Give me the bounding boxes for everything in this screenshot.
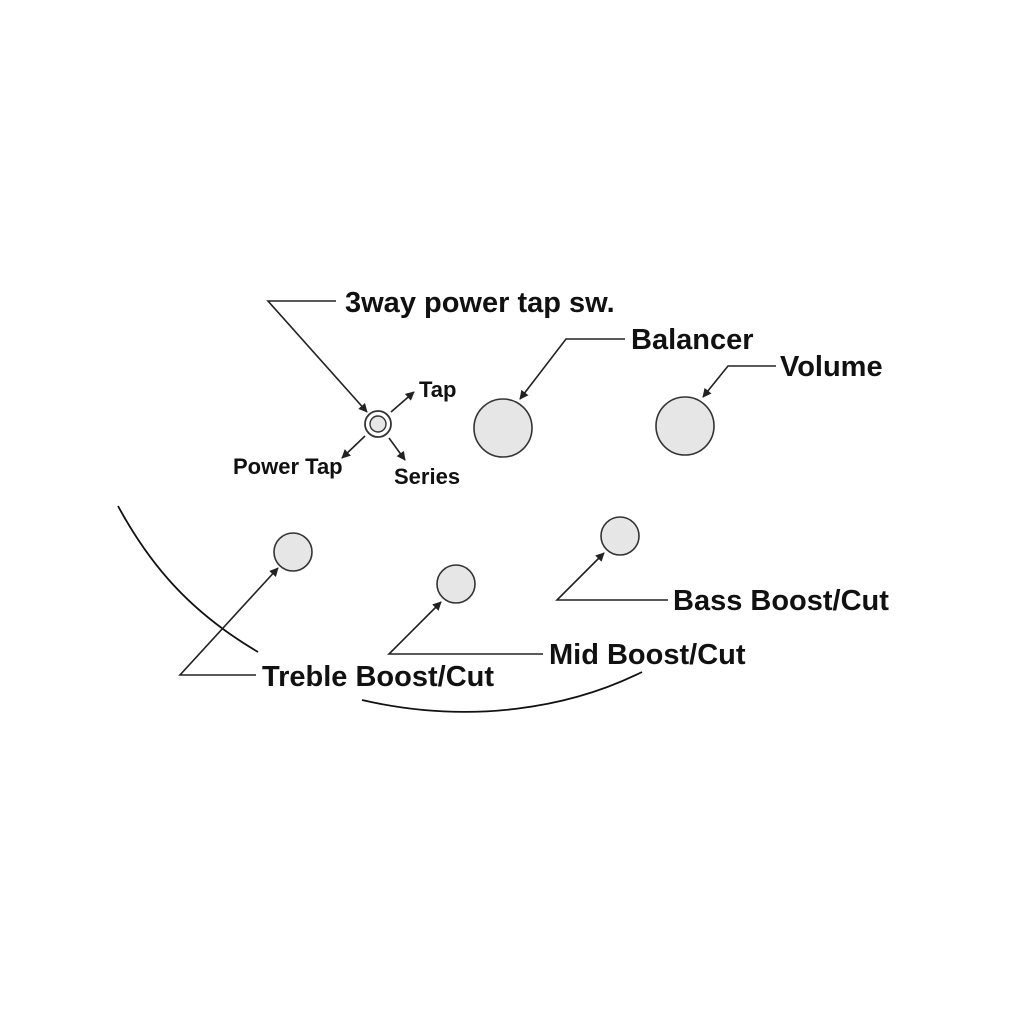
series-label: Series <box>394 464 460 489</box>
balancer-knob[interactable] <box>473 398 533 458</box>
bass-knob[interactable] <box>600 516 640 556</box>
volume-knob[interactable] <box>655 396 715 456</box>
balancer-label: Balancer <box>631 324 754 356</box>
bass-leader <box>555 552 668 601</box>
treble-leader <box>178 567 279 676</box>
volume-leader <box>702 365 776 398</box>
power-tap-arrow <box>341 435 366 459</box>
volume-label: Volume <box>780 351 883 383</box>
switch-label: 3way power tap sw. <box>345 287 615 319</box>
mid-label: Mid Boost/Cut <box>549 639 746 671</box>
treble-label: Treble Boost/Cut <box>262 661 494 693</box>
balancer-leader <box>519 338 625 400</box>
mid-leader <box>387 601 543 655</box>
treble-knob[interactable] <box>273 532 313 572</box>
power-tap-switch[interactable] <box>364 410 392 438</box>
mid-knob[interactable] <box>436 564 476 604</box>
bass-label: Bass Boost/Cut <box>673 585 889 617</box>
body-outline-left <box>117 505 259 653</box>
switch-leader <box>266 300 368 413</box>
tap-label: Tap <box>419 377 456 402</box>
switch-inner <box>369 415 387 433</box>
power-tap-label: Power Tap <box>233 454 343 479</box>
tap-arrow <box>390 391 415 413</box>
series-arrow <box>388 437 406 461</box>
body-outline-bottom <box>361 671 643 713</box>
